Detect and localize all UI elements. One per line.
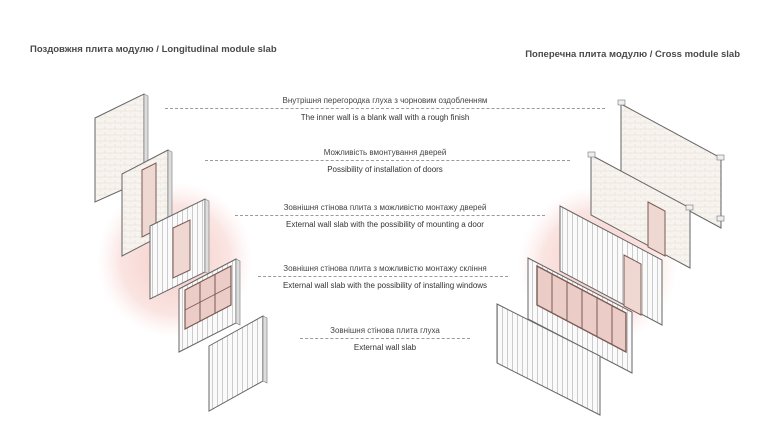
label-2-en: Possibility of installation of doors: [327, 165, 443, 174]
label-2-ua: Можливість вмонтування дверей: [323, 148, 447, 157]
separator-1: [165, 108, 605, 109]
left-panel-external-blank: [208, 315, 268, 412]
label-5-en: External wall slab: [353, 343, 417, 352]
label-1-ua: Внутрішня перегородка глуха з чорновим о…: [282, 96, 488, 105]
label-4-ua: Зовнішня стінова плита з можливістю монт…: [283, 264, 487, 273]
label-1-en: The inner wall is a blank wall with a ro…: [300, 113, 470, 122]
right-panel-external-blank: [496, 303, 601, 416]
right-panel-external-window: [527, 257, 633, 374]
separator-5: [300, 338, 470, 339]
label-3-ua: Зовнішня стінова плита з можливістю монт…: [283, 203, 487, 212]
right-panel-inner-wall: [617, 99, 725, 229]
left-header: Поздовжня плита модулю / Longitudinal mo…: [30, 44, 277, 55]
label-4-en: External wall slab with the possibility …: [282, 281, 488, 290]
right-header: Поперечна плита модулю / Cross module sl…: [525, 49, 740, 60]
right-panel-door-opening: [587, 151, 694, 269]
separator-3: [235, 215, 545, 216]
separator-2: [205, 160, 570, 161]
right-panel-external-door: [559, 205, 663, 326]
label-5-ua: Зовнішня стінова плита глуха: [330, 326, 440, 335]
separator-4: [258, 276, 508, 277]
left-panel-external-window: [178, 258, 241, 353]
label-3-en: External wall slab with the possibility …: [286, 220, 484, 229]
left-panel-external-door: [149, 198, 210, 300]
